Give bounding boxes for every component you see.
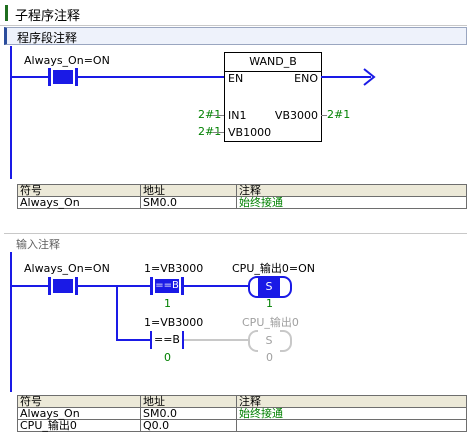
- compare1-label: 1=VB3000: [144, 262, 204, 275]
- table-cell-symbol: Always_On: [17, 196, 141, 209]
- network2-wire-c: [184, 285, 248, 287]
- table-cell-address: Q0.0: [140, 419, 237, 432]
- coil2-value: 0: [266, 351, 273, 364]
- compare2-value: 0: [164, 351, 171, 364]
- block-out-operand[interactable]: VB3000: [274, 109, 318, 122]
- block-eno-label: ENO: [294, 72, 318, 85]
- coil1-value: 1: [266, 297, 273, 310]
- col-address: 地址: [140, 184, 237, 197]
- eno-arrow-icon: [363, 68, 376, 86]
- table-cell-symbol: CPU_输出0: [17, 419, 141, 432]
- out-value: 2#1: [327, 108, 351, 121]
- network2-divider: [4, 233, 467, 234]
- network1-wire-en: [78, 76, 224, 78]
- coil1-op: S: [265, 280, 273, 293]
- compare1-op: ==B: [155, 280, 179, 291]
- col-comment: 注释: [236, 184, 467, 197]
- table-cell-address: SM0.0: [140, 196, 237, 209]
- network1-symbol-table: 符号 地址 注释 Always_On SM0.0 始终接通: [17, 184, 467, 209]
- table-cell-comment: 始终接通: [236, 407, 467, 420]
- network1-contact-always-on[interactable]: [48, 68, 78, 86]
- col-symbol: 符号: [17, 395, 141, 408]
- network1-comment: 程序段注释: [17, 31, 78, 45]
- eno-wire: [321, 76, 371, 78]
- table-cell-comment: [236, 419, 467, 432]
- block-in1-label: IN1: [228, 109, 247, 122]
- network1-power-rail: [10, 46, 12, 179]
- compare2-contact[interactable]: ==B: [150, 331, 184, 349]
- coil1-set[interactable]: S: [248, 276, 292, 298]
- network2-branch-wire-b: [116, 339, 150, 341]
- network1-title[interactable]: 程序段注释: [4, 27, 467, 45]
- network2-power-rail: [10, 252, 12, 392]
- coil2-op: S: [265, 334, 273, 347]
- network2-wire-d: [184, 339, 248, 341]
- compare1-value: 1: [164, 297, 171, 310]
- wand-b-block[interactable]: WAND_B EN ENO IN1 VB3000 VB1000: [224, 52, 322, 142]
- network2-symbol-table: 符号 地址 注释 Always_On SM0.0 始终接通 CPU_输出0 Q0…: [17, 395, 467, 432]
- col-comment: 注释: [236, 395, 467, 408]
- block-divider: [225, 71, 321, 72]
- table-cell-comment: 始终接通: [236, 196, 467, 209]
- subroutine-comment[interactable]: 子程序注释: [15, 9, 81, 24]
- in2-stub: [213, 132, 224, 133]
- coil2-set[interactable]: S: [248, 330, 292, 352]
- coil2-label: CPU_输出0: [242, 316, 299, 329]
- in1-stub: [213, 115, 224, 116]
- network2-wire-a: [78, 285, 150, 287]
- subroutine-comment-header: 子程序注释: [0, 0, 467, 26]
- compare2-op: ==B: [154, 333, 180, 346]
- col-symbol: 符号: [17, 184, 141, 197]
- network2-contact-always-on[interactable]: [48, 277, 78, 295]
- network2-comment[interactable]: 输入注释: [16, 238, 60, 251]
- table-cell-symbol: Always_On: [17, 407, 141, 420]
- block-name: WAND_B: [249, 55, 297, 68]
- network2-wire: [12, 285, 48, 287]
- out-stub: [321, 115, 327, 116]
- network2-contact-label: Always_On=ON: [24, 262, 110, 275]
- block-en-label: EN: [228, 72, 244, 85]
- table-cell-address: SM0.0: [140, 407, 237, 420]
- col-address: 地址: [140, 395, 237, 408]
- compare2-label: 1=VB3000: [144, 316, 204, 329]
- in1-value: 2#1: [198, 108, 222, 121]
- compare1-contact[interactable]: ==B: [150, 277, 184, 295]
- block-in2-operand[interactable]: VB1000: [228, 126, 272, 139]
- network1-wire: [12, 76, 48, 78]
- network1-contact-label: Always_On=ON: [24, 54, 110, 67]
- coil1-label: CPU_输出0=ON: [232, 262, 315, 275]
- in2-value: 2#1: [198, 125, 222, 138]
- header-marker: [5, 5, 8, 21]
- network2-branch-wire: [116, 285, 118, 341]
